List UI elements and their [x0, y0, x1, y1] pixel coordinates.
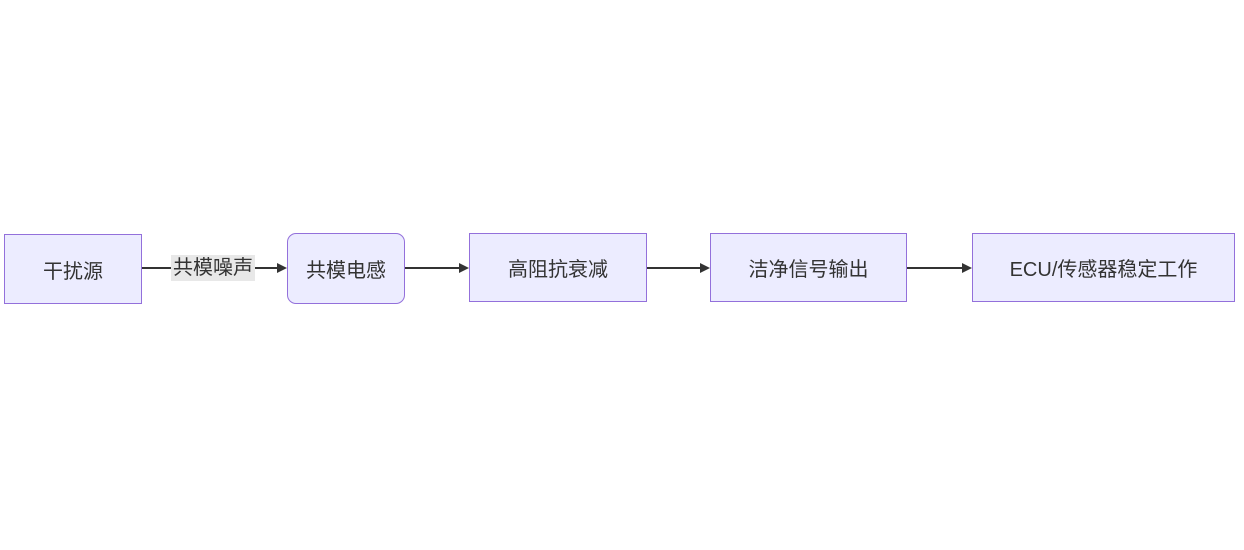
node-clean-signal-output: 洁净信号输出 [710, 233, 907, 302]
node-ecu-sensor-stable-operation: ECU/传感器稳定工作 [972, 233, 1235, 302]
node-high-impedance-attenuation: 高阻抗衰减 [469, 233, 647, 302]
edge-b-c-line [405, 267, 461, 269]
node-interference-source: 干扰源 [4, 234, 142, 304]
node-label: 干扰源 [43, 260, 103, 283]
arrowhead-right-icon [277, 263, 287, 273]
edge-d-e-line [907, 267, 964, 269]
arrowhead-right-icon [962, 263, 972, 273]
node-label: 高阻抗衰减 [508, 259, 608, 281]
node-label: 共模电感 [306, 260, 386, 282]
node-label: 洁净信号输出 [748, 259, 869, 281]
node-label: ECU/传感器稳定工作 [1009, 259, 1198, 281]
arrowhead-right-icon [700, 263, 710, 273]
node-common-mode-choke: 共模电感 [287, 233, 405, 304]
arrowhead-right-icon [459, 263, 469, 273]
edge-label-common-mode-noise: 共模噪声 [171, 255, 255, 281]
edge-c-d-line [647, 267, 702, 269]
